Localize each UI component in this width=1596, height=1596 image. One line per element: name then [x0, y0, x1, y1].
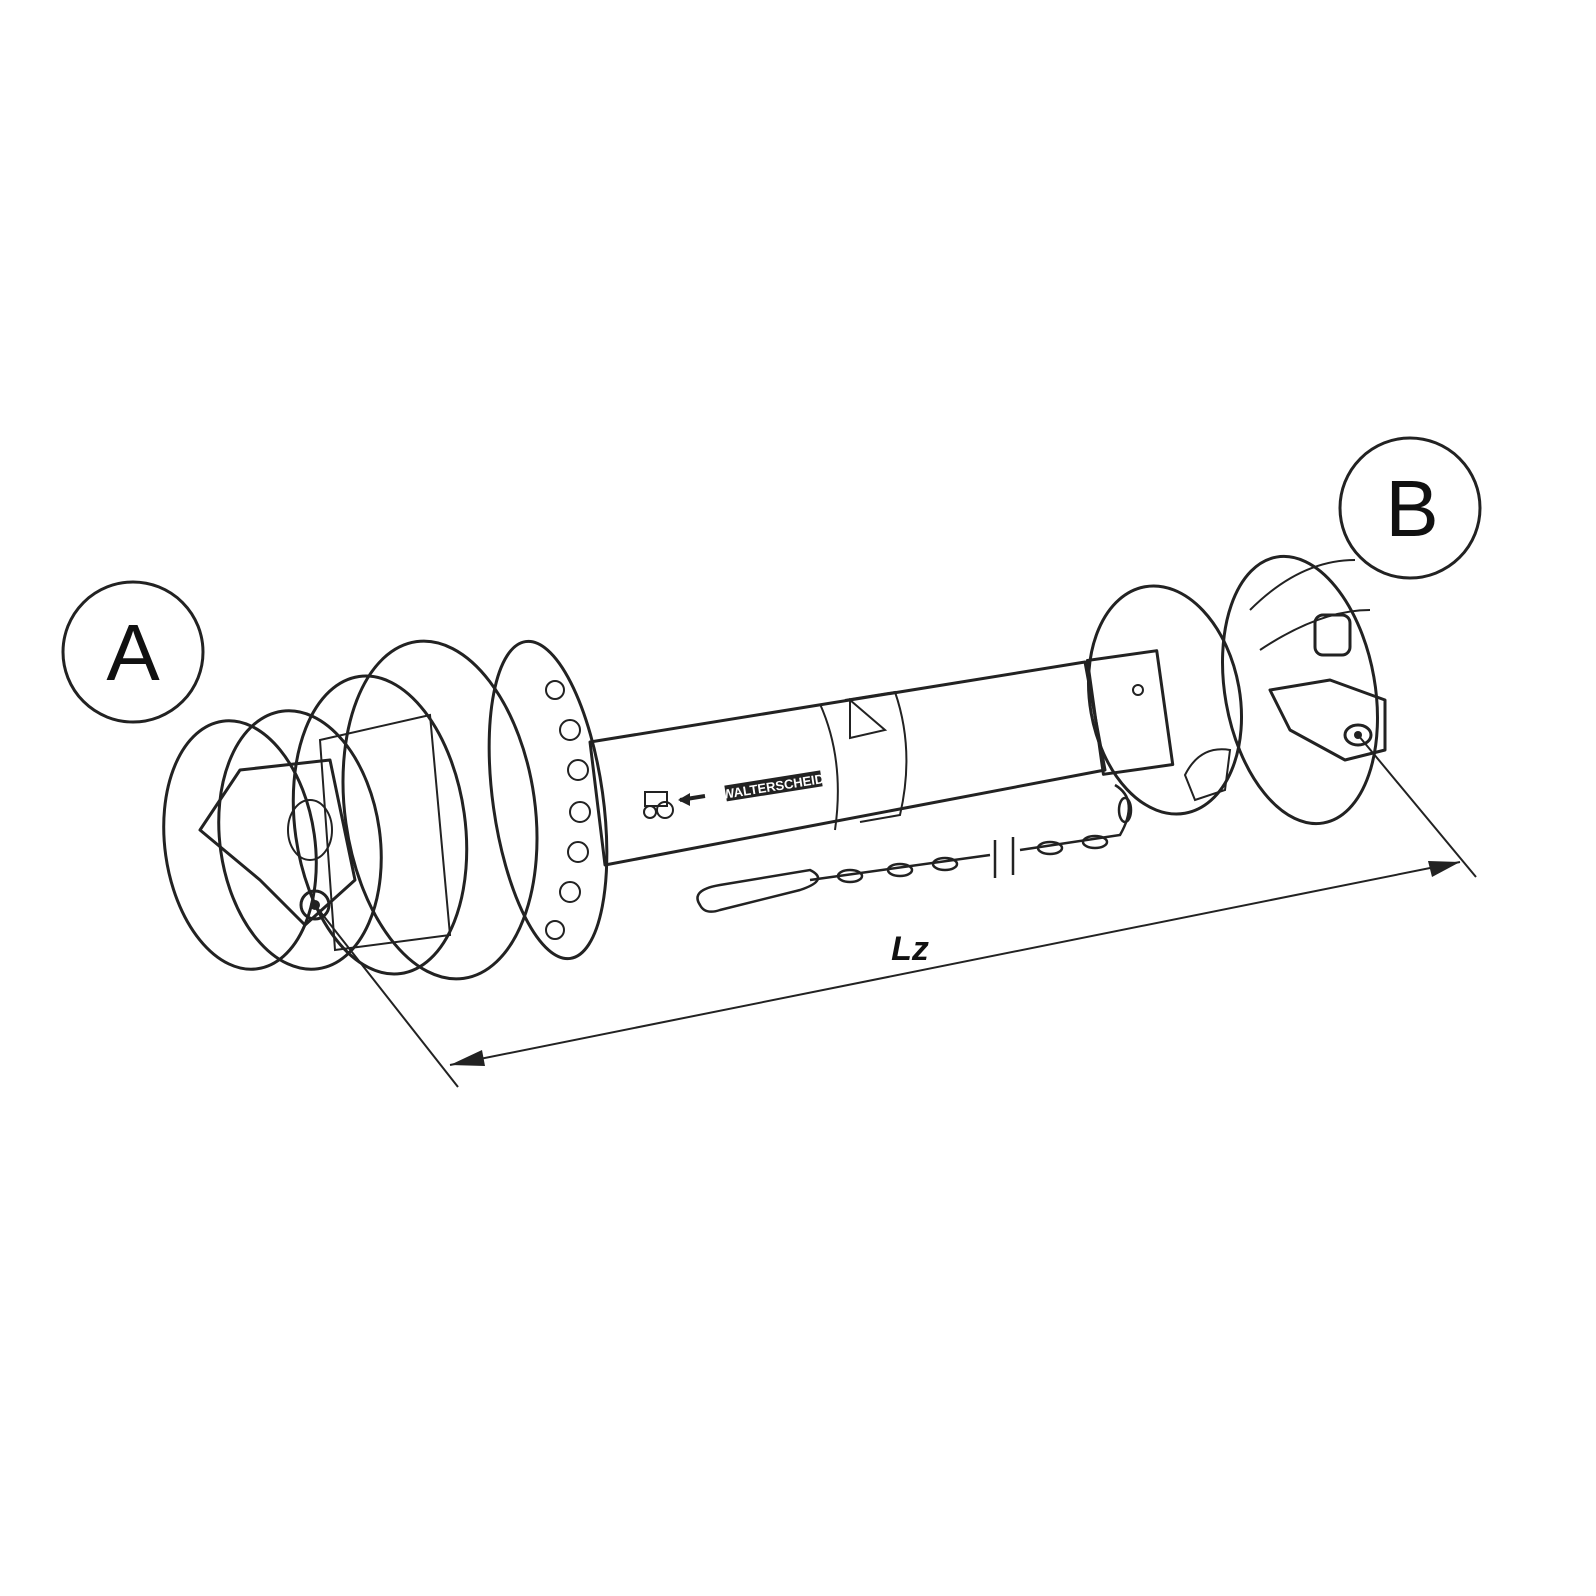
label-b-callout: B	[1338, 436, 1482, 580]
label-a-text: A	[106, 608, 160, 697]
label-b-text: B	[1385, 464, 1438, 553]
length-label: Lz	[891, 930, 929, 968]
guard-cone-a	[487, 639, 609, 961]
safety-chain	[696, 783, 1133, 913]
arrowhead-right	[1428, 861, 1460, 877]
dimension-line	[449, 861, 1461, 1066]
tractor-icon	[643, 791, 674, 819]
length-dimension: Lz	[314, 734, 1477, 1088]
guard-ring-a	[162, 719, 318, 971]
guard-cone-b	[1086, 584, 1244, 816]
arrowhead-left	[450, 1050, 485, 1066]
extension-line-a	[314, 904, 459, 1088]
shaft-tube: WALTERSCHEID	[588, 660, 1107, 867]
walterscheid-logo-text: WALTERSCHEID	[721, 771, 825, 802]
end-a-assembly	[162, 639, 609, 981]
walterscheid-logo	[724, 770, 823, 802]
label-a-callout: A	[61, 580, 205, 724]
extension-line-b	[1357, 734, 1477, 878]
end-b-assembly	[1085, 554, 1387, 826]
lock-button-icon	[1183, 748, 1232, 802]
label-b-circle	[1338, 436, 1482, 580]
label-a-circle	[61, 580, 205, 724]
